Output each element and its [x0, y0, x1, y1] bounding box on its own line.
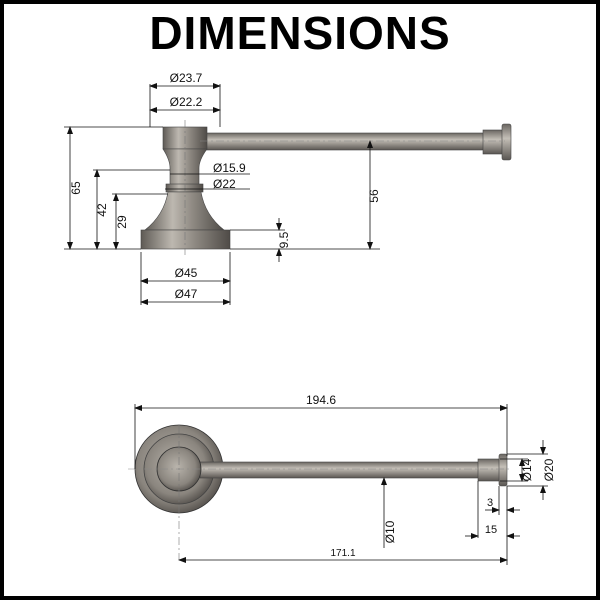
label-d-cap-inner: Ø14 — [520, 458, 534, 481]
dim-heights — [64, 126, 380, 262]
side-end-cap-plate — [501, 123, 512, 161]
dim-top-diameters — [149, 83, 221, 127]
label-d-neck-b: Ø22 — [213, 177, 236, 191]
label-cap-len: 15 — [485, 524, 497, 536]
top-end-cap-ring — [477, 458, 501, 482]
label-d-neck-a: Ø15.9 — [213, 161, 246, 175]
label-d-base-b: Ø47 — [175, 287, 198, 301]
label-d-top-inner: Ø22.2 — [170, 95, 203, 109]
page-title: DIMENSIONS — [149, 7, 451, 59]
label-cap-step: 3 — [487, 497, 493, 509]
side-end-cap-ring — [482, 129, 504, 155]
side-flare — [144, 191, 225, 231]
dim-base-diameters — [140, 252, 231, 305]
label-length-center: 171.1 — [330, 548, 355, 559]
dim-neck-diameters — [165, 173, 250, 190]
dim-top-lengths — [134, 404, 548, 565]
top-end-cap-plate — [498, 453, 508, 487]
label-d-top-outer: Ø23.7 — [170, 71, 203, 85]
label-h-base: 9.5 — [277, 231, 291, 248]
side-collar — [165, 183, 204, 193]
top-view: 194.6 171.1 Ø10 Ø20 Ø14 3 15 — [128, 393, 556, 565]
side-arm — [199, 132, 489, 151]
side-view: Ø23.7 Ø22.2 Ø15.9 Ø22 65 42 29 56 9.5 — [64, 71, 512, 305]
label-h-29: 29 — [115, 215, 129, 229]
label-d-cap-outer: Ø20 — [542, 458, 556, 481]
label-h-arm: 56 — [367, 189, 381, 203]
top-rod — [199, 461, 483, 479]
label-h-total: 65 — [69, 181, 83, 195]
label-d-base-a: Ø45 — [175, 266, 198, 280]
side-base-plate — [140, 229, 231, 250]
label-d-rod: Ø10 — [383, 520, 397, 543]
label-length-total: 194.6 — [306, 393, 336, 407]
label-h-42: 42 — [95, 203, 109, 217]
